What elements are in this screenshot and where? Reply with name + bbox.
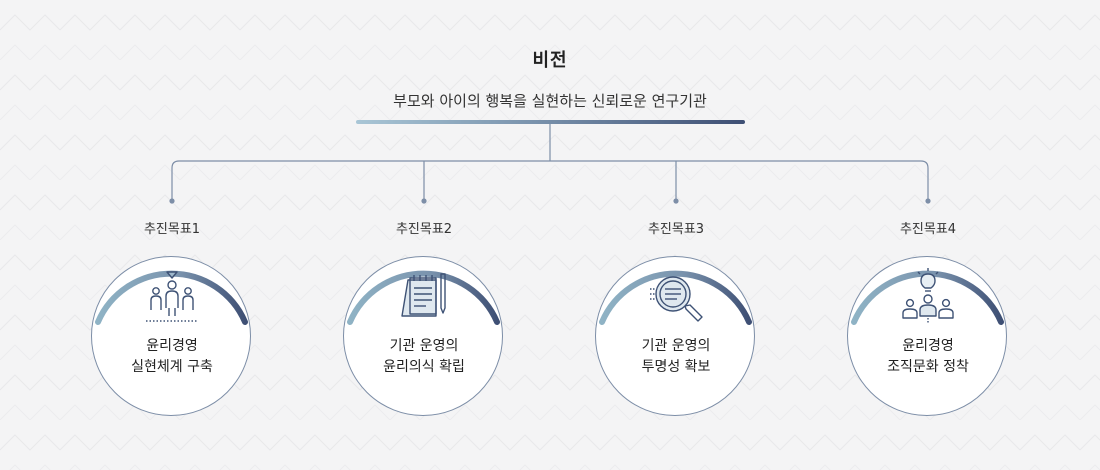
goal-title-line2: 윤리의식 확립	[383, 359, 465, 375]
notepad-pen-icon	[401, 273, 446, 317]
goal-title-line2: 실현체계 구축	[131, 359, 213, 375]
goal-title-line1: 기관 운영의	[389, 338, 459, 354]
goal-title: 기관 운영의 윤리의식 확립	[324, 336, 524, 378]
goal-card-2: 추진목표2 기관 운영의 윤리의식 확립	[324, 210, 524, 416]
goal-title: 윤리경영 실현체계 구축	[72, 336, 272, 378]
goal-card-4: 추진목표4 윤리경영 조직문화 정착	[828, 210, 1028, 416]
goal-label: 추진목표3	[647, 222, 705, 237]
goal-title-line2: 투명성 확보	[641, 359, 711, 375]
goal-title-line1: 윤리경영	[146, 338, 198, 354]
vision-statement: 부모와 아이의 행복을 실현하는 신뢰로운 연구기관	[393, 92, 707, 110]
lightbulb-people-icon	[902, 268, 954, 324]
goal-progress-arc	[347, 270, 500, 325]
goal-title-line1: 윤리경영	[902, 338, 954, 354]
magnifier-document-icon	[650, 276, 703, 322]
goal-title-line1: 기관 운영의	[641, 338, 711, 354]
people-team-icon	[146, 271, 198, 322]
vision-underline-bar	[356, 120, 745, 124]
goal-label: 추진목표1	[143, 222, 201, 237]
goal-title: 기관 운영의 투명성 확보	[576, 336, 776, 378]
goal-circle	[91, 256, 251, 416]
goal-title: 윤리경영 조직문화 정착	[828, 336, 1028, 378]
goal-label: 추진목표2	[395, 222, 453, 237]
vision-title: 비전	[532, 50, 568, 71]
goal-card-3: 추진목표3 기관 운영의 투명성 확보	[576, 210, 776, 416]
goal-progress-arc	[599, 270, 752, 325]
goal-title-line2: 조직문화 정착	[887, 359, 969, 375]
goal-label: 추진목표4	[899, 222, 957, 237]
goal-card-1: 추진목표1 윤리경영 실현체계 구축	[72, 210, 272, 416]
